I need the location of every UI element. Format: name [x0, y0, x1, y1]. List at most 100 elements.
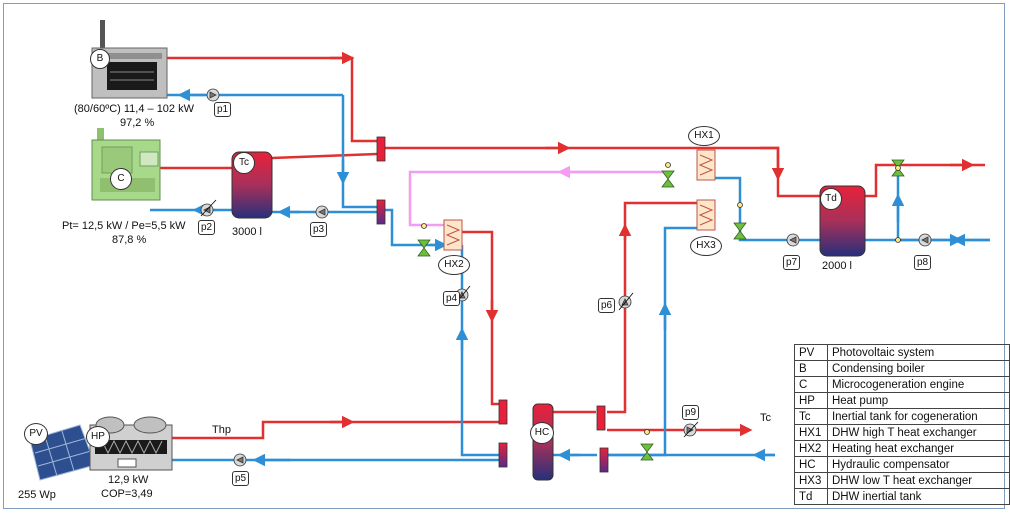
cogen-efficiency: 87,8 %	[112, 234, 147, 246]
tank-td-volume: 2000 l	[822, 260, 852, 272]
td-outlet-pipe	[865, 163, 985, 198]
legend-abbr: B	[794, 360, 828, 377]
pump-p7-icon	[786, 233, 800, 247]
hx1-exchanger	[696, 149, 716, 181]
pump-p6-tag: p6	[598, 298, 616, 313]
boiler-efficiency: 97,2 %	[120, 117, 155, 129]
cold-collector-1	[376, 199, 386, 225]
hot-flow-arrow	[760, 146, 785, 181]
legend-desc: Photovoltaic system	[826, 344, 1010, 361]
junction-dot	[895, 237, 901, 243]
hx2-id-badge: HX2	[438, 255, 470, 275]
tc-to-collector-pipe	[271, 152, 378, 160]
legend-desc: Microcogeneration engine	[826, 376, 1010, 393]
hp-power: 12,9 kW	[108, 474, 149, 486]
legend-abbr: Td	[794, 488, 828, 505]
hp-cop: COP=3,49	[101, 488, 153, 500]
tc-flow-label: Tc	[760, 412, 771, 424]
legend-abbr: HC	[794, 456, 828, 473]
valve-tc	[640, 443, 654, 461]
legend-desc: Heat pump	[826, 392, 1010, 409]
pump-p8-tag: p8	[914, 255, 932, 270]
legend-desc: Heating heat exchanger	[826, 440, 1010, 457]
boiler-spec: (80/60ºC) 11,4 – 102 kW	[74, 103, 194, 115]
hx1-id-badge: HX1	[688, 126, 720, 146]
junction-dot	[895, 165, 901, 171]
pump-p2-tag: p2	[198, 220, 216, 235]
hx2-recirc-loop	[408, 165, 668, 227]
hc-cold-collector-right	[599, 447, 609, 473]
legend-abbr: C	[794, 376, 828, 393]
junction-dot	[644, 429, 650, 435]
legend-abbr: HP	[794, 392, 828, 409]
pump-p2-icon	[200, 199, 217, 217]
pump-p3-tag: p3	[310, 222, 328, 237]
tank-td-id-badge: Td	[820, 188, 842, 210]
diagram-frame	[3, 3, 1005, 509]
hx3-id-badge: HX3	[690, 236, 722, 256]
legend-desc: Hydraulic compensator	[826, 456, 1010, 473]
pv-power: 255 Wp	[18, 489, 56, 501]
hx2-exchanger	[443, 219, 463, 251]
hc-hot-collector-left	[498, 399, 508, 425]
valve-hx1	[661, 170, 675, 188]
pump-p7-tag: p7	[783, 255, 801, 270]
legend-abbr: HX2	[794, 440, 828, 457]
hp-id-badge: HP	[86, 426, 110, 448]
valve-hx2	[417, 239, 431, 257]
legend-abbr: PV	[794, 344, 828, 361]
legend-desc: Condensing boiler	[826, 360, 1010, 377]
valve-hx3	[733, 222, 747, 240]
cogen-spec: Pt= 12,5 kW / Pe=5,5 kW	[62, 220, 186, 232]
hx3-return-pipe	[608, 226, 705, 457]
boiler-id-badge: B	[90, 49, 110, 69]
legend-abbr: HX1	[794, 424, 828, 441]
pump-p8-icon	[918, 233, 932, 247]
junction-dot	[737, 202, 743, 208]
hc-id-badge: HC	[530, 422, 554, 444]
legend-desc: DHW low T heat exchanger	[826, 472, 1010, 489]
legend-desc: Inertial tank for cogeneration	[826, 408, 1010, 425]
pump-p4-tag: p4	[443, 291, 461, 306]
junction-dot	[421, 223, 427, 229]
tank-tc-id-badge: Tc	[233, 152, 255, 174]
pump-p9-tag: p9	[682, 405, 700, 420]
hc-cold-collector-left	[498, 442, 508, 468]
pump-p5-tag: p5	[232, 471, 250, 486]
pump-p5-icon	[233, 453, 247, 467]
legend-desc: DHW high T heat exchanger	[826, 424, 1010, 441]
junction-dot	[665, 162, 671, 168]
boiler-supply-pipe	[163, 56, 377, 143]
pump-p4-icon	[455, 285, 471, 304]
legend-abbr: Tc	[794, 408, 828, 425]
pump-p1-tag: p1	[214, 102, 232, 117]
pump-p1-icon	[206, 88, 220, 102]
thp-flow-label: Thp	[212, 424, 231, 436]
pump-p3-icon	[315, 205, 329, 219]
cogen-id-badge: C	[110, 168, 132, 190]
hot-collector-1	[376, 136, 386, 162]
pump-p6-icon	[618, 292, 634, 311]
hp-supply-pipe	[172, 420, 499, 440]
hx2-to-hc-pipe	[460, 245, 499, 457]
hx3-exchanger	[696, 199, 716, 231]
cold-manifold-pipe	[341, 95, 377, 209]
hx1-return-pipe	[715, 176, 820, 242]
microcogeneration-engine	[91, 128, 161, 201]
tank-tc-volume: 3000 l	[232, 226, 262, 238]
legend-desc: DHW inertial tank	[826, 488, 1010, 505]
legend-abbr: HX3	[794, 472, 828, 489]
pump-p9-icon	[683, 421, 699, 438]
pv-id-badge: PV	[24, 423, 48, 445]
